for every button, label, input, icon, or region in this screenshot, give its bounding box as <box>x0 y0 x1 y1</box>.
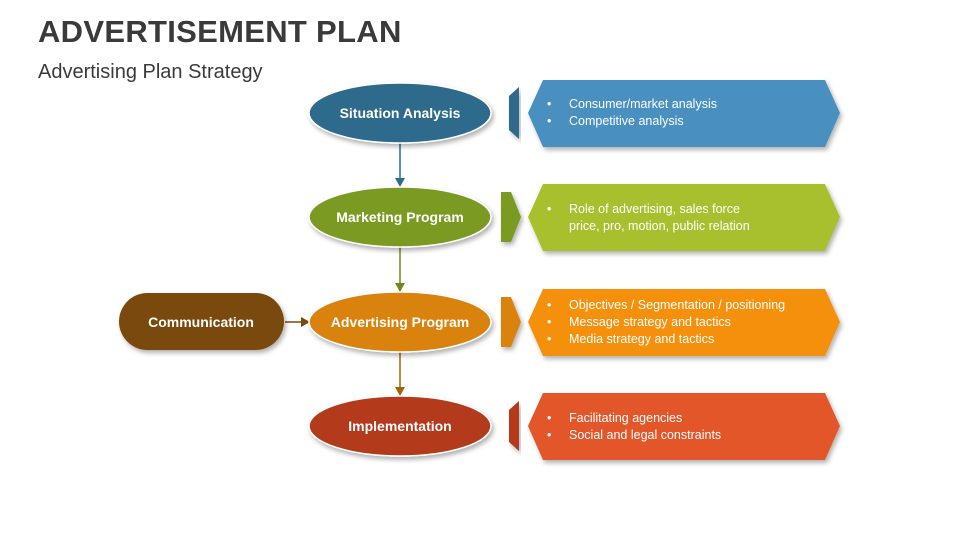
detail-item: Facilitating agencies <box>569 411 682 425</box>
bullet-icon: • <box>547 332 551 346</box>
connector-advertising-to-implementation <box>395 352 405 396</box>
bullet-icon: • <box>547 315 551 329</box>
connector-marketing-to-advertising <box>395 247 405 292</box>
node-shape <box>308 395 492 457</box>
detail-item: Role of advertising, sales force <box>569 202 740 216</box>
arrow-right-marketing <box>501 192 521 242</box>
node-label: Advertising Program <box>331 314 469 330</box>
detail-item: Objectives / Segmentation / positioning <box>569 298 785 312</box>
connector-communication-to-advertising <box>285 317 310 327</box>
detail-item: Competitive analysis <box>569 114 684 128</box>
node-label: Implementation <box>348 418 451 434</box>
node-shape <box>308 291 492 353</box>
node-label: Marketing Program <box>336 209 464 225</box>
page-title: ADVERTISEMENT PLAN <box>38 14 402 49</box>
node-shape <box>308 82 492 144</box>
node-communication: Communication <box>119 293 284 350</box>
detail-item: Message strategy and tactics <box>569 315 731 329</box>
detail-item: price, pro, motion, public relation <box>569 219 750 233</box>
connector-situation-to-marketing <box>395 143 405 187</box>
node-shape <box>119 293 284 350</box>
detail-list-advertising: • Objectives / Segmentation / positionin… <box>547 298 785 346</box>
detail-item: Social and legal constraints <box>569 428 721 442</box>
detail-box-implementation <box>528 393 840 460</box>
node-label: Situation Analysis <box>340 105 461 121</box>
arrow-left-situation <box>509 87 519 139</box>
detail-list-marketing: • Role of advertising, sales force price… <box>547 202 750 233</box>
bullet-icon: • <box>547 114 551 128</box>
detail-box-advertising <box>528 289 840 356</box>
bullet-icon: • <box>547 202 551 216</box>
arrow-right-advertising <box>501 297 521 347</box>
detail-list-situation: • Consumer/market analysis • Competitive… <box>547 97 717 128</box>
detail-item: Consumer/market analysis <box>569 97 717 111</box>
bullet-icon: • <box>547 411 551 425</box>
detail-box-situation <box>528 80 840 147</box>
page-subtitle: Advertising Plan Strategy <box>38 61 263 83</box>
detail-box-marketing <box>528 184 840 251</box>
bullet-icon: • <box>547 97 551 111</box>
arrow-left-implementation <box>509 401 519 451</box>
node-marketing-program: Marketing Program <box>308 186 492 248</box>
bullet-icon: • <box>547 428 551 442</box>
node-situation-analysis: Situation Analysis <box>308 82 492 144</box>
detail-item: Media strategy and tactics <box>569 332 714 346</box>
node-label: Communication <box>148 314 254 330</box>
node-advertising-program: Advertising Program <box>308 291 492 353</box>
node-implementation: Implementation <box>308 395 492 457</box>
detail-list-implementation: • Facilitating agencies • Social and leg… <box>547 411 721 442</box>
node-shape <box>308 186 492 248</box>
bullet-icon: • <box>547 298 551 312</box>
